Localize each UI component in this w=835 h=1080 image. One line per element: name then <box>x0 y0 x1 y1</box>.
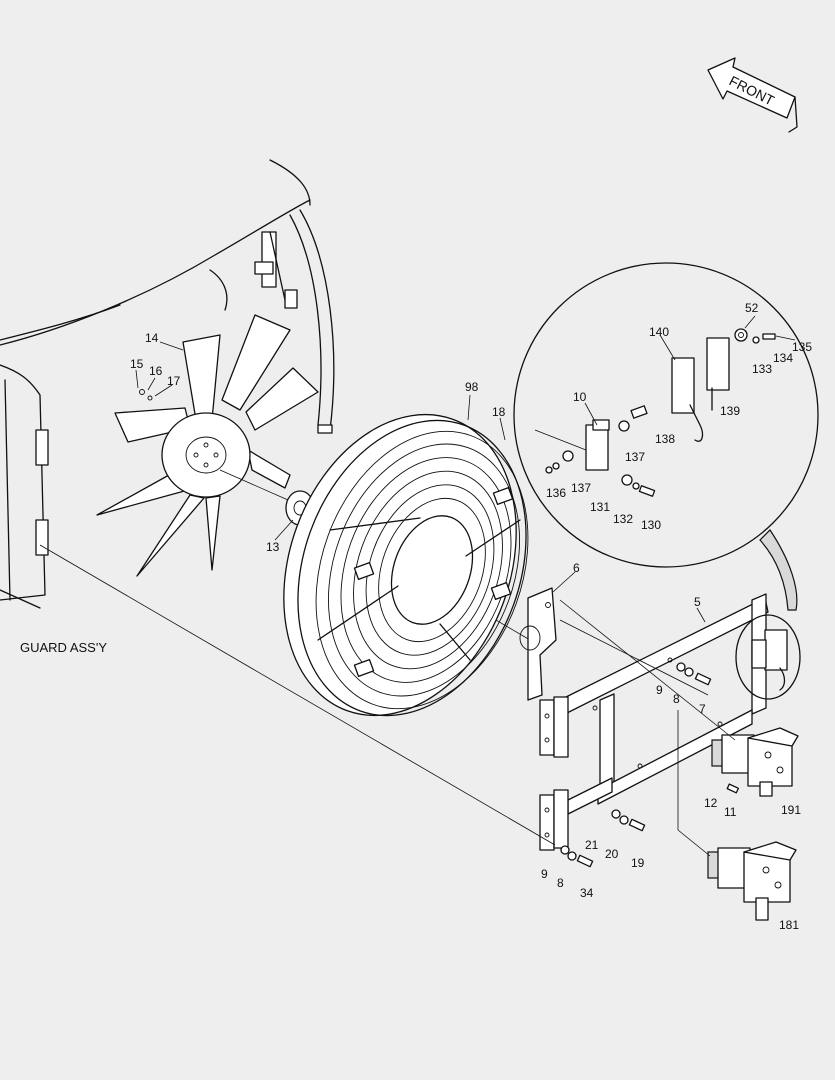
callout-98: 98 <box>465 380 479 394</box>
callout-191: 191 <box>781 803 801 817</box>
guard-bracket <box>519 587 557 701</box>
fasteners <box>39 544 740 868</box>
callout-181: 181 <box>779 918 799 932</box>
leader-lines <box>135 315 796 623</box>
callout-130: 130 <box>641 518 661 532</box>
callout-13: 13 <box>266 540 280 554</box>
fan-guard <box>283 413 529 717</box>
callout-34: 34 <box>580 886 594 900</box>
callout-12: 12 <box>704 796 718 810</box>
callout-140: 140 <box>649 325 669 339</box>
callout-137-lower: 137 <box>571 481 591 495</box>
callout-7: 7 <box>699 702 706 716</box>
callout-8-upper: 8 <box>673 692 680 706</box>
callout-18: 18 <box>492 405 506 419</box>
callout-11: 11 <box>724 805 737 819</box>
callout-21: 21 <box>585 838 599 852</box>
latch-assembly-191 <box>711 727 799 797</box>
callout-132: 132 <box>613 512 633 526</box>
callout-10: 10 <box>573 390 587 404</box>
callout-134: 134 <box>773 351 793 365</box>
callout-8-lower: 8 <box>557 876 564 890</box>
callout-135: 135 <box>792 340 812 354</box>
callout-19: 19 <box>631 856 645 870</box>
guard-support-frame <box>559 593 769 815</box>
callout-20: 20 <box>605 847 619 861</box>
callout-9-lower: 9 <box>541 867 548 881</box>
callout-52: 52 <box>745 301 759 315</box>
callout-labels: 52 135 140 134 133 139 10 138 137 137 13… <box>130 301 812 932</box>
callout-137-upper: 137 <box>625 450 645 464</box>
callout-6: 6 <box>573 561 580 575</box>
callout-5: 5 <box>694 595 701 609</box>
callout-14: 14 <box>145 331 159 345</box>
fan-assembly <box>96 314 319 577</box>
callout-16: 16 <box>149 364 163 378</box>
radiator-frame <box>0 159 335 609</box>
callout-9-upper: 9 <box>656 683 663 697</box>
callout-138: 138 <box>655 432 675 446</box>
callout-136: 136 <box>546 486 566 500</box>
callout-17: 17 <box>167 374 181 388</box>
guard-assy-label: GUARD ASS'Y <box>20 640 108 655</box>
callout-133: 133 <box>752 362 772 376</box>
front-direction-arrow: FRONT <box>707 57 798 133</box>
latch-detail-circle <box>513 262 819 700</box>
latch-assembly-181 <box>707 841 797 921</box>
callout-15: 15 <box>130 357 144 371</box>
hinges <box>539 696 569 851</box>
callout-139: 139 <box>720 404 740 418</box>
callout-131: 131 <box>590 500 610 514</box>
